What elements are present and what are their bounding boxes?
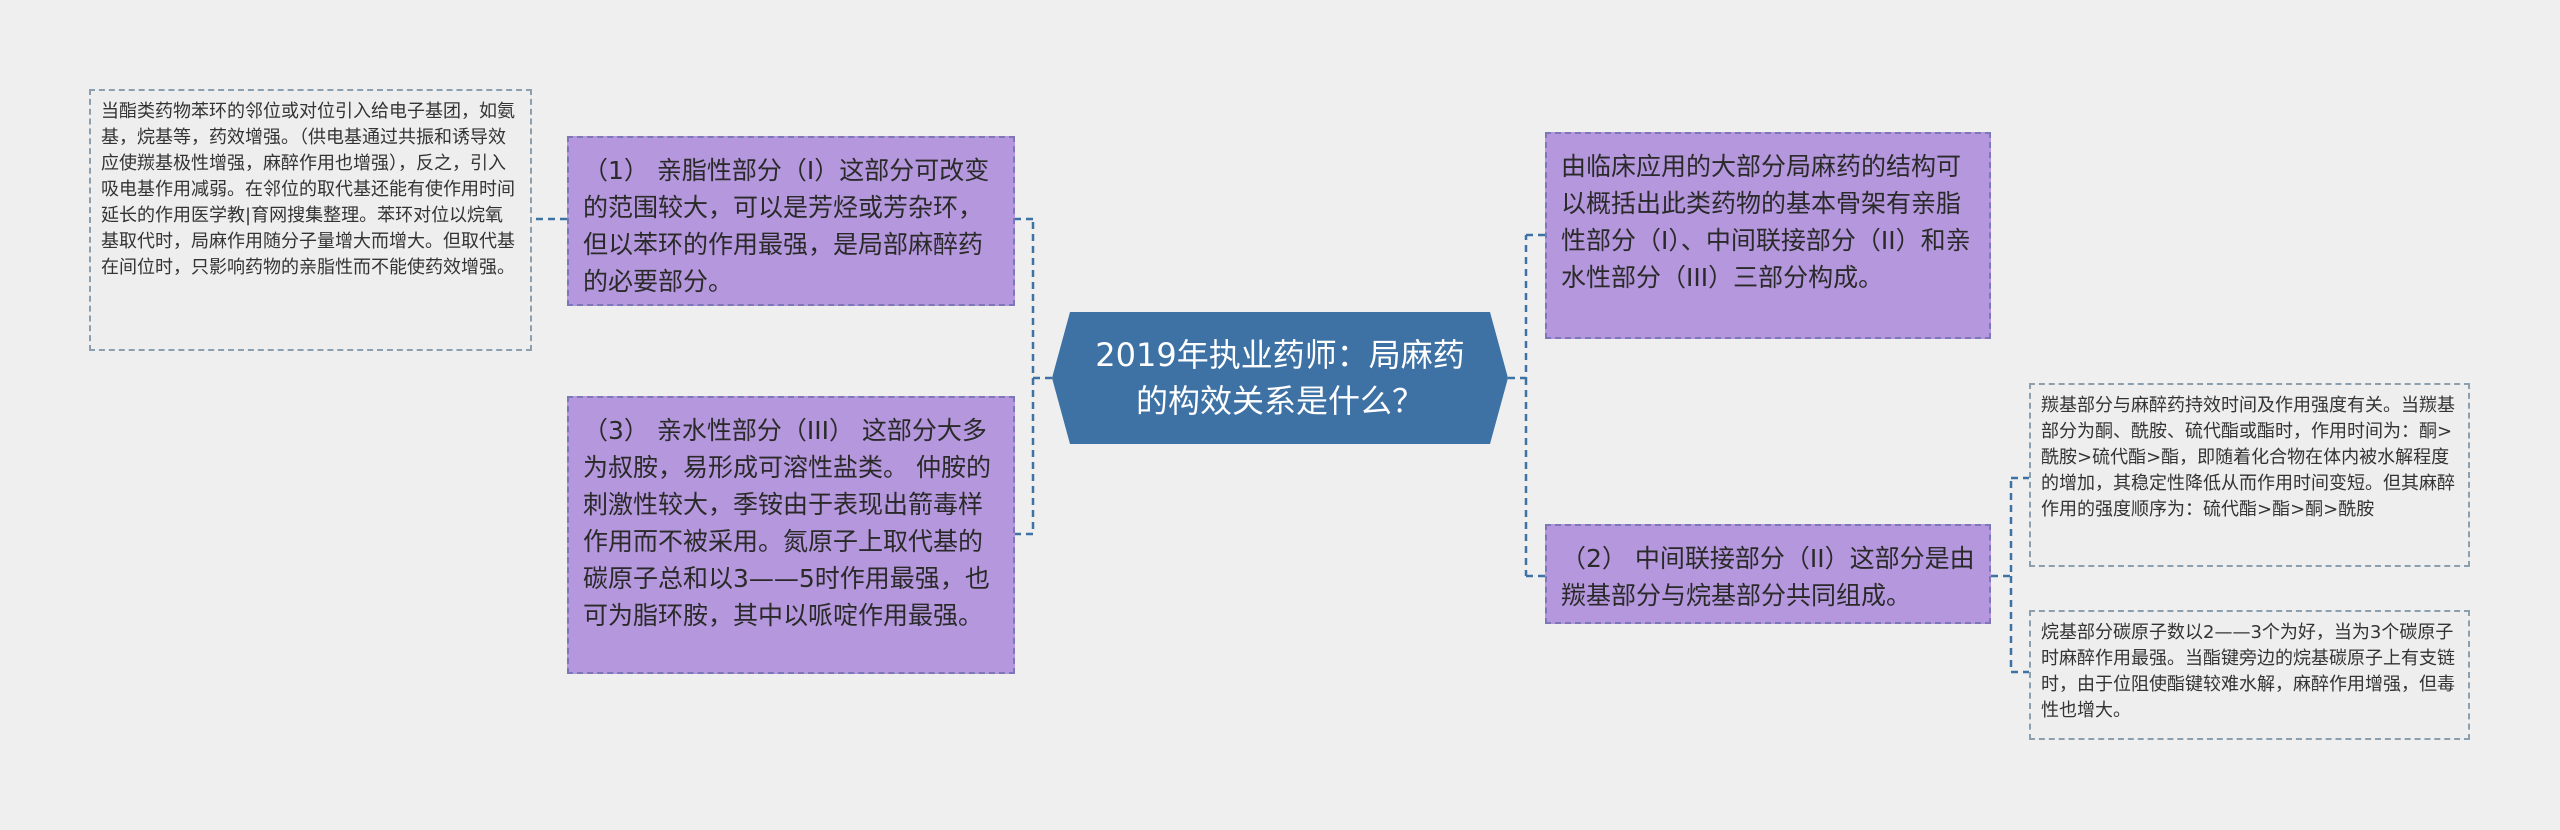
node-hydrophilic-text: （3） 亲水性部分（III） 这部分大多为叔胺，易形成可溶性盐类。 仲胺的刺激性… (583, 416, 991, 630)
node-overview[interactable]: 由临床应用的大部分局麻药的结构可以概括出此类药物的基本骨架有亲脂性部分（I）、中… (1545, 132, 1991, 339)
link-center-left-spine (1031, 219, 1052, 534)
leaf-alkyl[interactable]: 烷基部分碳原子数以2——3个为好，当为3个碳原子时麻醉作用最强。当酯键旁边的烷基… (2029, 610, 2470, 740)
node-middle-link-text: （2） 中间联接部分（II）这部分是由羰基部分与烷基部分共同组成。 (1561, 544, 1975, 610)
center-title: 2019年执业药师：局麻药的构效关系是什么？ (1095, 336, 1465, 420)
node-lipophilic[interactable]: （1） 亲脂性部分（I）这部分可改变的范围较大，可以是芳烃或芳杂环，但以苯环的作… (567, 136, 1015, 306)
leaf-carbonyl[interactable]: 羰基部分与麻醉药持效时间及作用强度有关。当羰基部分为酮、酰胺、硫代酯或酯时，作用… (2029, 383, 2470, 567)
center-topic[interactable]: 2019年执业药师：局麻药的构效关系是什么？ (1052, 312, 1508, 444)
link-middle-spine (1991, 478, 2013, 672)
node-middle-link[interactable]: （2） 中间联接部分（II）这部分是由羰基部分与烷基部分共同组成。 (1545, 524, 1991, 624)
leaf-lipophilic-detail[interactable]: 当酯类药物苯环的邻位或对位引入给电子基团，如氨基，烷基等，药效增强。（供电基通过… (89, 89, 532, 351)
leaf-carbonyl-text: 羰基部分与麻醉药持效时间及作用强度有关。当羰基部分为酮、酰胺、硫代酯或酯时，作用… (2041, 395, 2455, 520)
leaf-alkyl-text: 烷基部分碳原子数以2——3个为好，当为3个碳原子时麻醉作用最强。当酯键旁边的烷基… (2041, 622, 2455, 721)
link-center-right-spine (1508, 235, 1528, 576)
leaf-lipophilic-detail-text: 当酯类药物苯环的邻位或对位引入给电子基团，如氨基，烷基等，药效增强。（供电基通过… (101, 101, 515, 278)
node-lipophilic-text: （1） 亲脂性部分（I）这部分可改变的范围较大，可以是芳烃或芳杂环，但以苯环的作… (583, 156, 990, 296)
node-hydrophilic[interactable]: （3） 亲水性部分（III） 这部分大多为叔胺，易形成可溶性盐类。 仲胺的刺激性… (567, 396, 1015, 674)
center-shape (1052, 312, 1508, 444)
node-overview-text: 由临床应用的大部分局麻药的结构可以概括出此类药物的基本骨架有亲脂性部分（I）、中… (1561, 152, 1971, 292)
